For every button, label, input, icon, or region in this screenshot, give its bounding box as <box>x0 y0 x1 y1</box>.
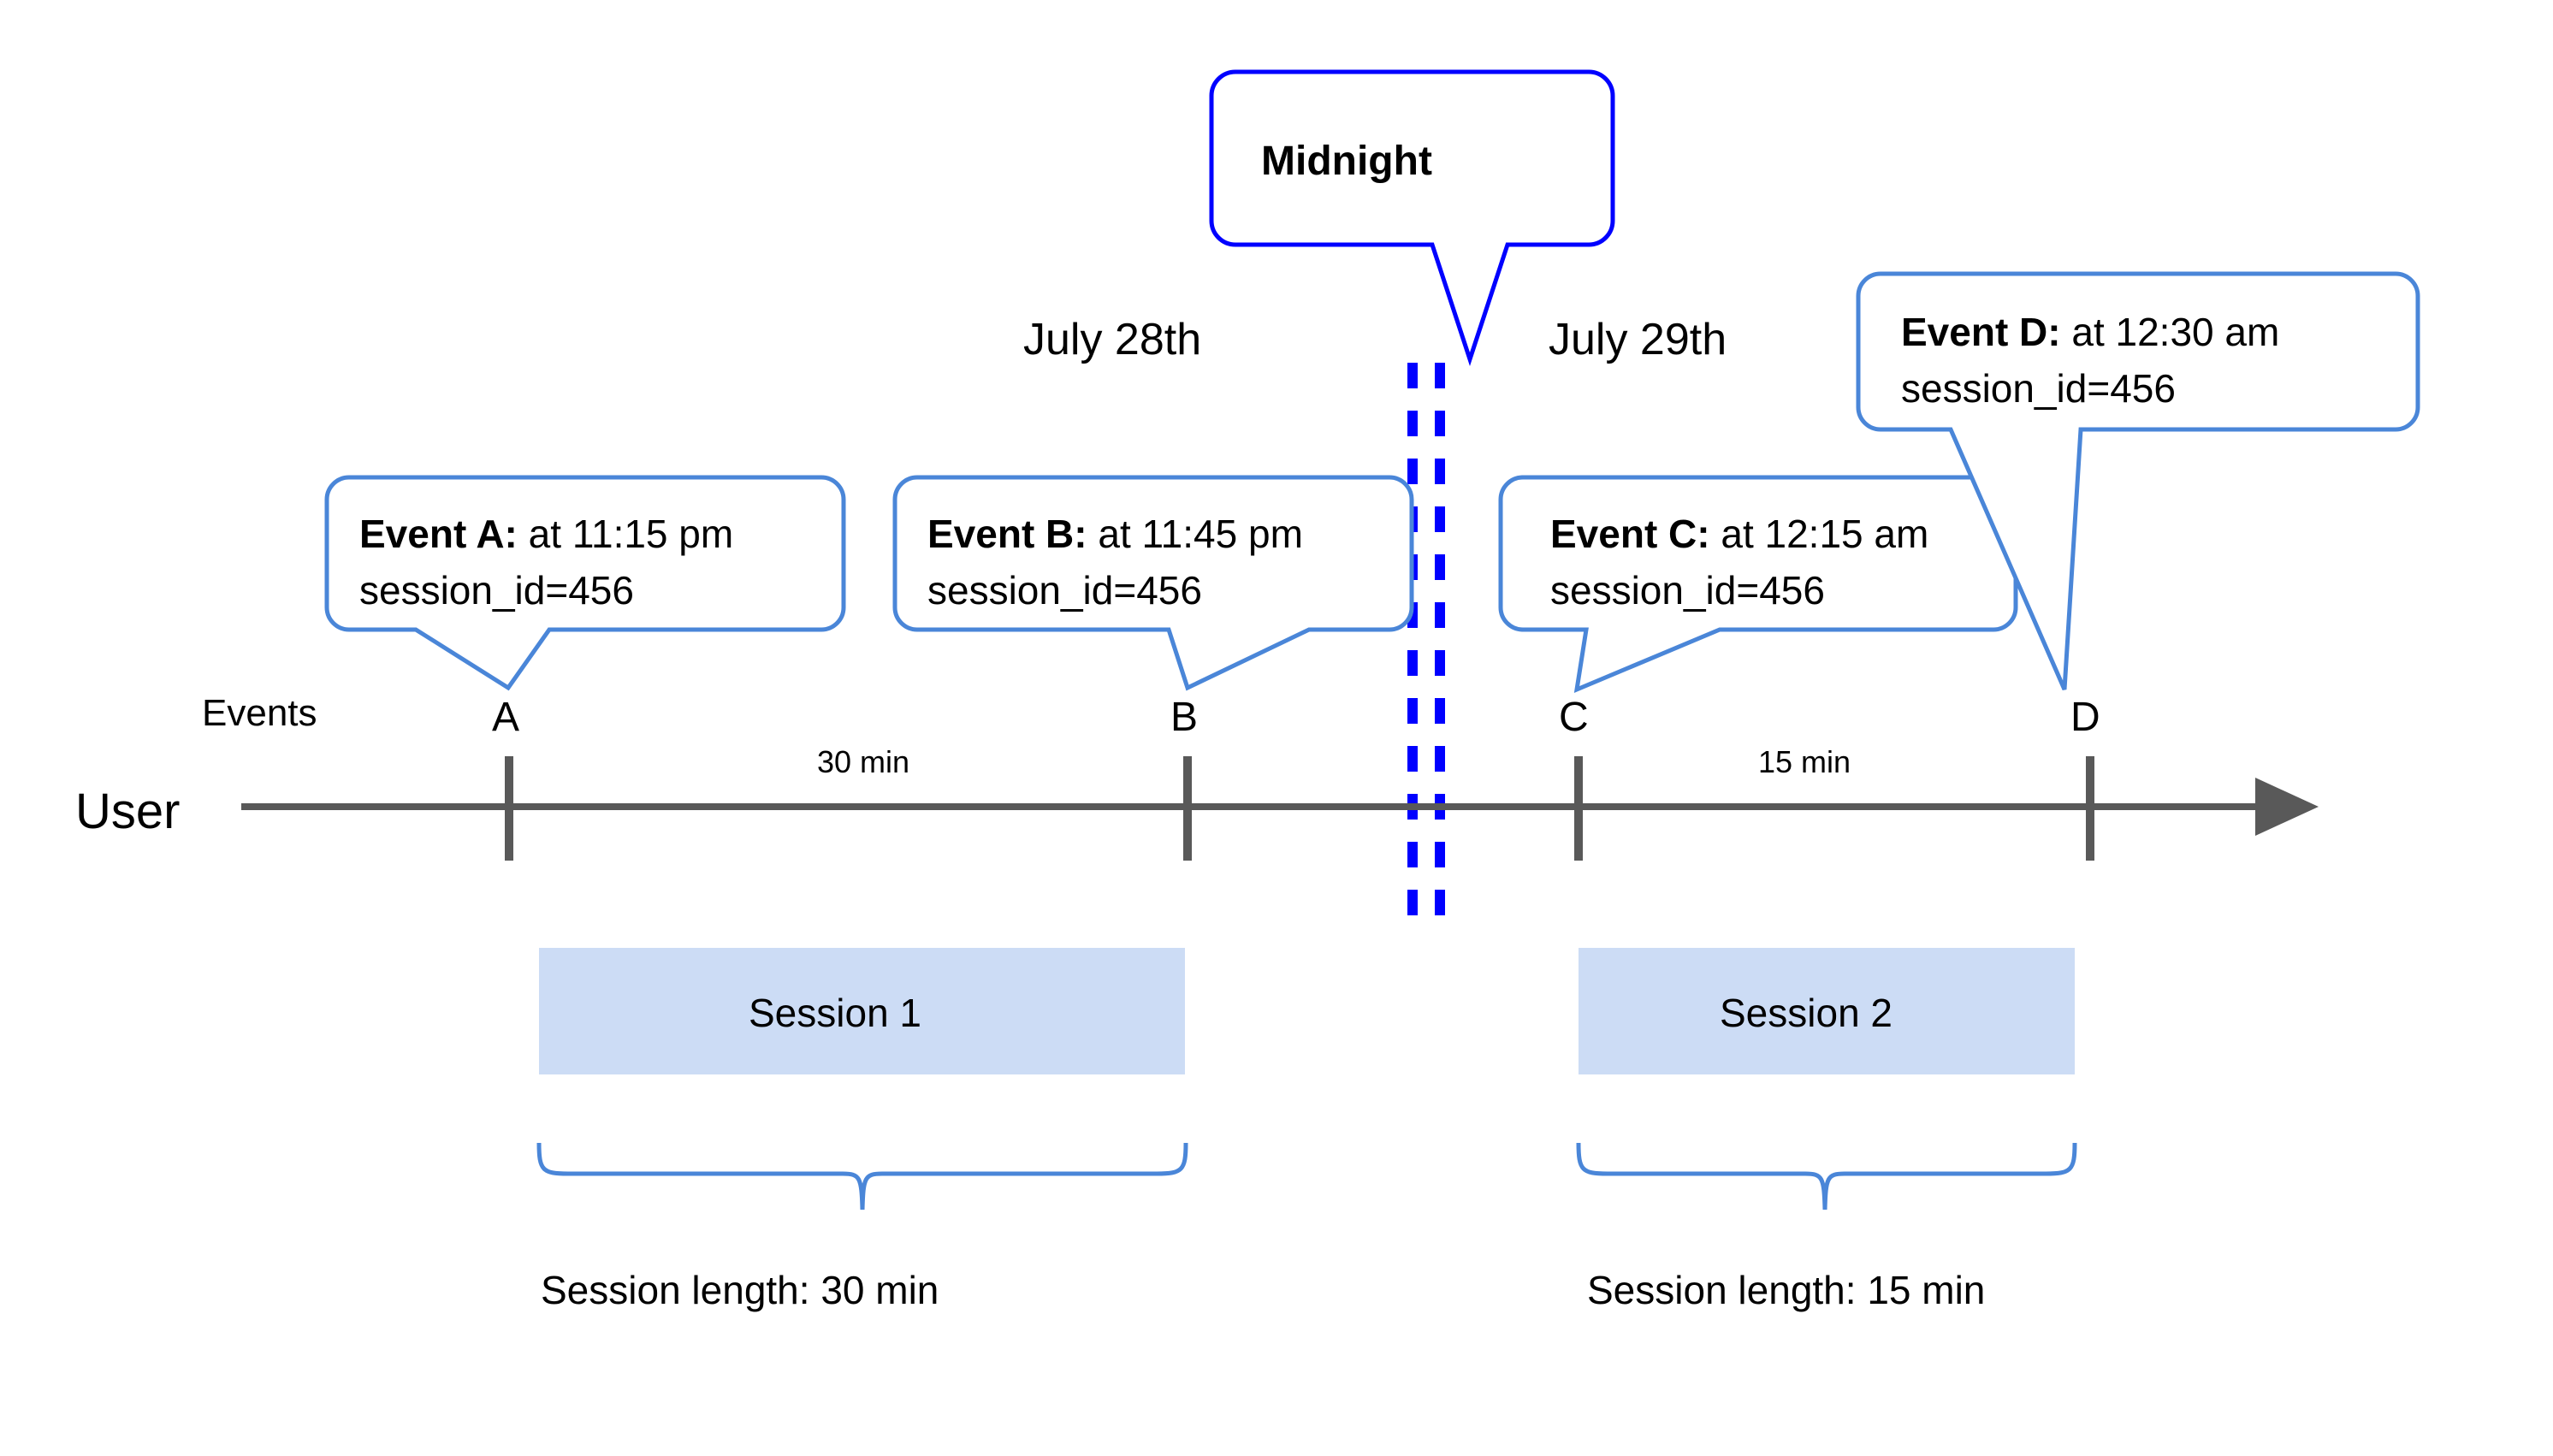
event-callout-b-line2: session_id=456 <box>927 568 1202 613</box>
session-box-1-fill <box>539 948 1185 1074</box>
event-callout-b: Event B: at 11:45 pm session_id=456 <box>892 475 1414 691</box>
date-label-july-29: July 29th <box>1549 315 1727 364</box>
event-callout-c-line1: Event C: at 12:15 am <box>1550 512 1928 556</box>
session-box-2-fill <box>1579 948 2075 1074</box>
event-callout-d-bubble <box>1856 271 2420 691</box>
session-brace-2: Session length: 15 min <box>1576 1142 2077 1312</box>
midnight-callout: Midnight <box>1209 69 1615 367</box>
session-box-1: Session 1 <box>539 948 1185 1074</box>
event-c-detail-label: at 12:15 am <box>1710 512 1929 556</box>
duration-label-30-min: 30 min <box>817 744 909 779</box>
event-callout-b-line1: Event B: at 11:45 pm <box>927 512 1303 556</box>
session-box-2: Session 2 <box>1579 948 2075 1074</box>
timeline-marker-label-c: C <box>1559 695 1589 740</box>
timeline-marker-label-a: A <box>492 695 519 740</box>
user-row-label: User <box>75 784 180 839</box>
event-callout-a-bubble <box>324 475 846 691</box>
midnight-callout-label: Midnight <box>1261 139 1432 184</box>
event-d-bold-label: Event D: <box>1901 310 2061 354</box>
timeline-arrowhead-icon <box>2255 778 2319 836</box>
event-callout-b-bubble <box>892 475 1414 691</box>
event-callout-d-line2: session_id=456 <box>1901 366 2176 411</box>
event-a-bold-label: Event A: <box>359 512 518 556</box>
timeline-tick-a: A <box>492 695 519 861</box>
event-callout-d-line1: Event D: at 12:30 am <box>1901 310 2279 354</box>
session-length-label-1: Session length: 30 min <box>541 1268 939 1312</box>
duration-label-15-min: 15 min <box>1758 744 1851 779</box>
session-brace-1-path <box>536 1142 1188 1210</box>
event-callout-a-line2: session_id=456 <box>359 568 634 613</box>
midnight-divider <box>1407 363 1445 934</box>
session-brace-2-path <box>1576 1142 2077 1210</box>
timeline-tick-d: D <box>2070 695 2100 861</box>
timeline-tick-c: C <box>1559 695 1589 861</box>
session-box-1-label: Session 1 <box>749 991 921 1035</box>
event-b-detail-label: at 11:45 pm <box>1087 512 1303 556</box>
timeline-axis <box>241 778 2319 836</box>
date-label-july-28: July 28th <box>1023 315 1201 364</box>
session-length-label-2: Session length: 15 min <box>1587 1268 1985 1312</box>
event-c-bold-label: Event C: <box>1550 512 1710 556</box>
event-b-bold-label: Event B: <box>927 512 1087 556</box>
timeline-marker-label-b: B <box>1170 695 1198 740</box>
event-callout-a-line1: Event A: at 11:15 pm <box>359 512 733 556</box>
event-callout-c: Event C: at 12:15 am session_id=456 <box>1498 475 2018 694</box>
event-callout-d: Event D: at 12:30 am session_id=456 <box>1856 271 2420 691</box>
event-callout-c-line2: session_id=456 <box>1550 568 1825 613</box>
timeline-marker-label-d: D <box>2070 695 2100 740</box>
timeline-tick-b: B <box>1170 695 1198 861</box>
session-brace-1: Session length: 30 min <box>536 1142 1188 1312</box>
session-box-2-label: Session 2 <box>1720 991 1893 1035</box>
midnight-callout-bubble <box>1209 69 1615 367</box>
event-callout-a: Event A: at 11:15 pm session_id=456 <box>324 475 846 691</box>
events-row-label: Events <box>202 692 317 734</box>
event-d-detail-label: at 12:30 am <box>2061 310 2280 354</box>
event-a-detail-label: at 11:15 pm <box>518 512 733 556</box>
